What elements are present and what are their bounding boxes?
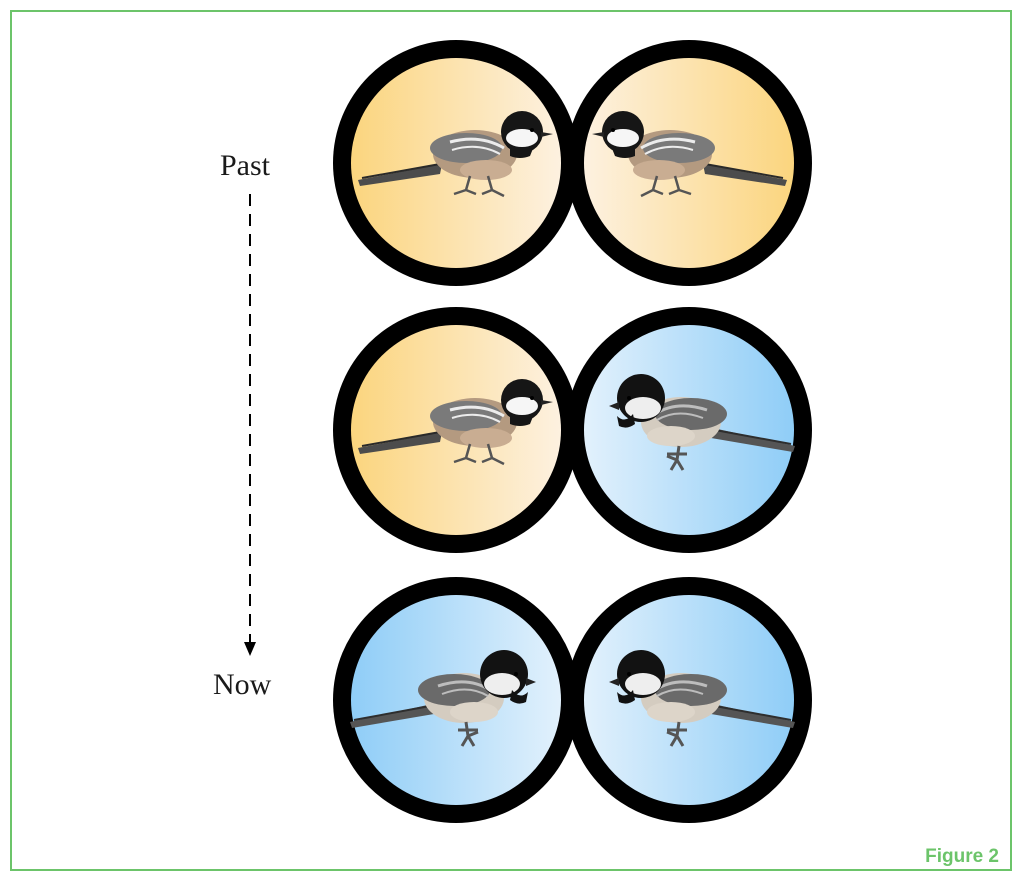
- arrowhead-down-icon: [244, 642, 256, 656]
- now-label: Now: [213, 668, 272, 701]
- binoculars-row-1: [333, 40, 812, 286]
- binoculars-row-3: [333, 577, 812, 823]
- binoculars-row-2: [333, 307, 812, 553]
- time-arrow: [244, 194, 256, 656]
- past-label: Past: [220, 149, 271, 182]
- figure-caption: Figure 2: [925, 846, 999, 867]
